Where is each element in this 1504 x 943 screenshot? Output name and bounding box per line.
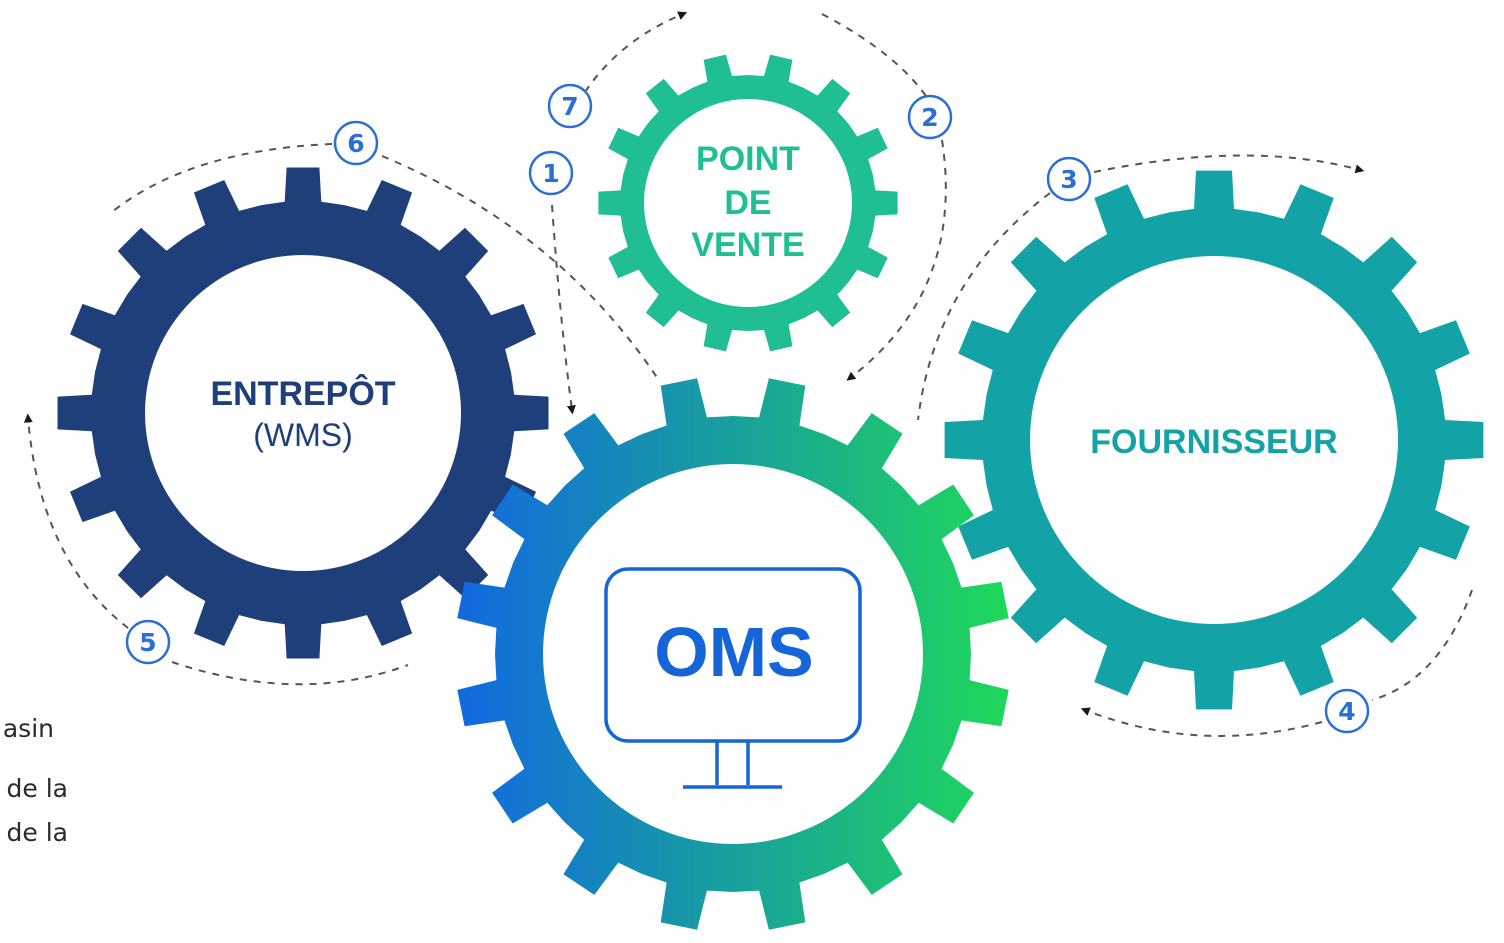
gear-pdv-line3: VENTE xyxy=(691,226,804,264)
step-badge-5: 5 xyxy=(125,619,171,665)
side-text-line-3: de la xyxy=(6,818,68,847)
arrow-5b xyxy=(171,661,409,686)
step-badge-1: 1 xyxy=(528,150,574,196)
arrow-3 xyxy=(1093,154,1365,174)
gear-oms: OMS xyxy=(457,378,1009,930)
gear-fournisseur: FOURNISSEUR xyxy=(944,170,1484,710)
arrow-7 xyxy=(584,11,688,93)
flow-arrows xyxy=(23,11,1473,737)
arrow-4b xyxy=(1080,707,1323,737)
step-badge-4: 4 xyxy=(1324,688,1370,734)
side-text-line-2: de la xyxy=(6,774,68,803)
gear-oms-label: OMS xyxy=(654,613,813,691)
arrow-1 xyxy=(551,204,576,415)
gear-pdv-line1: POINT xyxy=(696,140,800,178)
svg-text:2: 2 xyxy=(921,103,938,132)
step-badge-6: 6 xyxy=(333,120,379,166)
svg-text:5: 5 xyxy=(139,628,156,657)
gear-entrepot-sublabel: (WMS) xyxy=(253,417,353,453)
step-badges: 1 2 3 4 5 6 7 xyxy=(125,83,1370,734)
monitor-icon xyxy=(604,567,862,789)
arrow-2 xyxy=(821,13,931,103)
svg-text:3: 3 xyxy=(1060,165,1077,194)
svg-text:1: 1 xyxy=(542,159,559,188)
svg-text:4: 4 xyxy=(1338,697,1355,726)
gear-entrepot: ENTREPÔT (WMS) xyxy=(57,167,549,659)
arrow-6 xyxy=(111,143,333,213)
step-badge-2: 2 xyxy=(907,94,953,140)
arrow-6b xyxy=(381,155,661,383)
gear-fournisseur-label: FOURNISSEUR xyxy=(1090,423,1337,461)
gear-entrepot-label: ENTREPÔT xyxy=(210,374,395,413)
step-badge-3: 3 xyxy=(1046,156,1092,202)
step-badge-7: 7 xyxy=(547,83,593,129)
gear-point-de-vente: POINT DE VENTE xyxy=(598,54,898,352)
svg-text:6: 6 xyxy=(347,129,364,158)
side-text-line-1: asin xyxy=(2,714,54,743)
svg-text:7: 7 xyxy=(561,92,578,121)
gear-pdv-line2: DE xyxy=(724,184,771,222)
